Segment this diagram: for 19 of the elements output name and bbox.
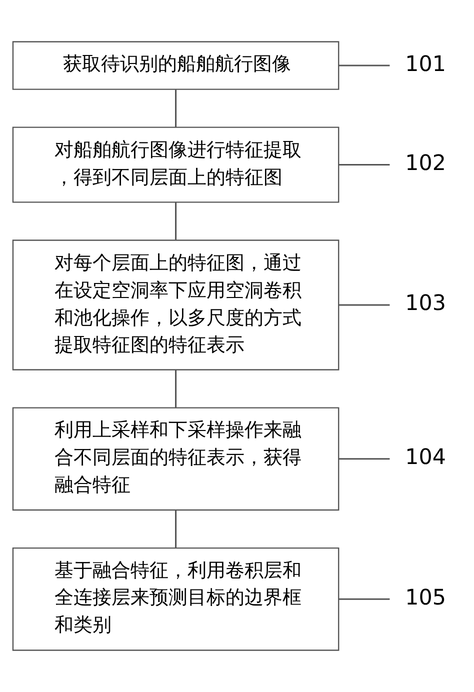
node-text: 103 (405, 291, 446, 316)
connector (175, 202, 177, 240)
connector (338, 64, 390, 66)
connector (175, 510, 177, 548)
connector (338, 598, 390, 600)
connector (338, 304, 390, 306)
node-text: 101 (405, 52, 446, 77)
connector (338, 458, 390, 460)
connector (175, 90, 177, 128)
node-text: 105 (405, 585, 446, 610)
node-box: 基于融合特征，利用卷积层和全连接层来预测目标的边界框和类别 (12, 547, 340, 651)
connector (175, 370, 177, 408)
connector (338, 164, 390, 166)
node-text: 102 (405, 150, 446, 176)
node-text: 104 (405, 445, 446, 470)
node-box: 利用上采样和下采样操作来融合不同层面的特征表示，获得融合特征 (12, 407, 340, 511)
node-box: 获取待识别的船舶航行图像 (12, 41, 340, 90)
node-box: 对船舶航行图像进行特征提取，得到不同层面上的特征图 (12, 126, 340, 203)
node-box: 对每个层面上的特征图，通过在设定空洞率下应用空洞卷积和池化操作，以多尺度的方式提取特征图的特征表示 (12, 240, 340, 370)
